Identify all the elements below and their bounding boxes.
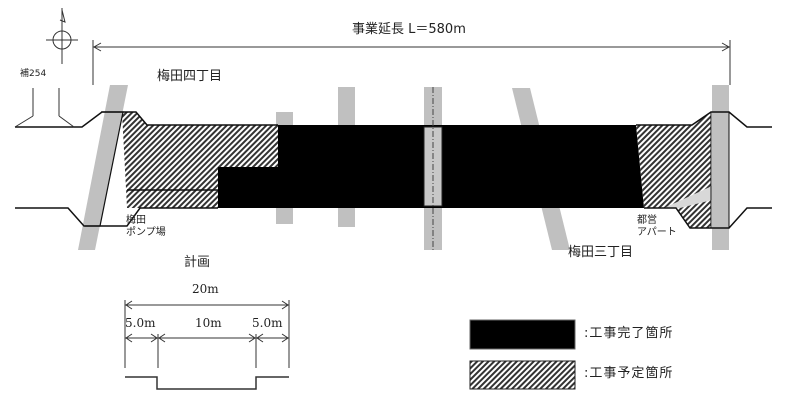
crossing-road-left: [78, 85, 128, 250]
public-apartment-line2: アパート: [637, 226, 677, 238]
legend-swatch-completed: [469, 319, 576, 350]
south-district-label: 梅田三丁目: [568, 245, 634, 260]
plan-section-drawing: [124, 300, 290, 390]
pump-station-label: 梅田 ポンプ場: [126, 215, 166, 238]
legend-swatch-planned: [469, 360, 576, 390]
plan-left-width: 5.0m: [125, 316, 156, 330]
pump-station-line1: 梅田: [126, 215, 146, 226]
north-arrow-icon: [46, 8, 78, 64]
plan-total-width: 20m: [192, 282, 219, 296]
legend-planned-label: :工事予定箇所: [584, 366, 674, 381]
north-district-label: 梅田四丁目: [157, 69, 223, 84]
road-outlines: [15, 111, 772, 229]
plan-right-width: 5.0m: [252, 316, 283, 330]
legend-completed-label: :工事完了箇所: [584, 326, 674, 341]
plan-section-title: 計画: [184, 255, 211, 270]
pump-station-line2: ポンプ場: [126, 226, 166, 238]
public-apartment-label: 都営 アパート: [637, 215, 677, 238]
project-length-label: 事業延長 L＝580m: [352, 22, 466, 37]
project-length-dimension: [92, 40, 731, 85]
public-apartment-line1: 都営: [637, 215, 657, 226]
plan-center-width: 10m: [195, 316, 222, 330]
crossing-road-right: [712, 85, 729, 250]
benchmark-label: 補254: [20, 69, 47, 79]
benchmark-drawing: [14, 88, 75, 128]
